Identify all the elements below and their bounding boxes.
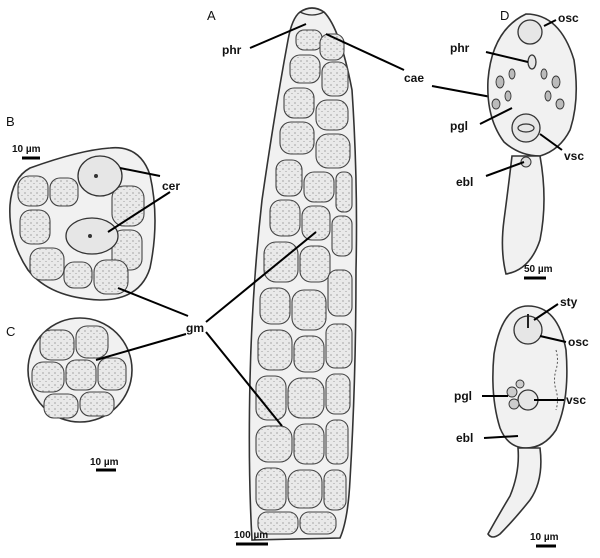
panel-d: D 50 µm osc phr pgl vsc ebl [450, 8, 584, 280]
panel-b: B 10 µm cer [6, 114, 180, 301]
scale-label-b: 10 µm [12, 144, 41, 155]
phr-lead-a [249, 23, 307, 49]
germinal-masses-b [17, 175, 145, 295]
gm-lead-b [117, 287, 189, 317]
ebl-lead-e [483, 435, 519, 439]
ventral-sucker-d [511, 113, 541, 143]
penetration-glands-e [506, 379, 525, 410]
pharynx-a [299, 11, 325, 16]
cer-lead-2 [107, 191, 171, 233]
panel-d-letter: D [500, 8, 509, 23]
osc-label-d: osc [558, 11, 579, 25]
cae-lead-a [325, 33, 405, 71]
phr-label-a: phr [222, 43, 242, 57]
scale-label-d: 50 µm [524, 264, 553, 275]
penetration-glands-d [491, 68, 565, 110]
sty-label-e: sty [560, 295, 578, 309]
cercaria-b-2-sucker [88, 234, 92, 238]
panel-e: E 10 µm sty osc pgl vsc ebl [454, 295, 589, 548]
osc-lead-d [543, 19, 557, 27]
pgl-label-e: pgl [454, 389, 472, 403]
cer-label: cer [162, 179, 180, 193]
cercaria-b-1 [77, 155, 123, 197]
pharynx-d [527, 54, 537, 70]
cercaria-b-1-sucker [94, 174, 98, 178]
gm-lead-c [95, 333, 187, 361]
panel-b-letter: B [6, 114, 15, 129]
panel-c-letter: C [6, 324, 15, 339]
ebl-lead-d [485, 161, 525, 177]
ventral-sucker-d-inner [517, 123, 535, 133]
panel-a-letter: A [207, 8, 216, 23]
panel-a: A [207, 7, 519, 546]
phr-label-d: phr [450, 41, 470, 55]
vsc-label-d: vsc [564, 149, 584, 163]
osc-label-e: osc [568, 335, 589, 349]
scale-label-a: 100 µm [234, 530, 268, 541]
excretory-bladder-d [520, 156, 532, 168]
scale-label-e: 10 µm [530, 532, 559, 543]
gm-lead-a-upper [205, 231, 317, 323]
gm-lead-a-lower [205, 331, 283, 427]
osc-lead-e [539, 335, 567, 343]
ebl-label-e: ebl [456, 431, 473, 445]
cercaria-e-tail [487, 447, 542, 538]
germinal-masses-c [31, 325, 127, 419]
gm-leads: gm [95, 231, 317, 427]
vsc-label-e: vsc [566, 393, 586, 407]
scale-label-c: 10 µm [90, 457, 119, 468]
oral-sucker-d [517, 19, 543, 45]
vsc-lead-d [539, 133, 563, 151]
pgl-label-d: pgl [450, 119, 468, 133]
cae-label: cae [404, 71, 424, 85]
germinal-masses-a [255, 29, 353, 535]
panel-c: C 10 µm [6, 317, 133, 472]
ebl-label-d: ebl [456, 175, 473, 189]
gm-label: gm [186, 321, 204, 335]
phr-lead-d [485, 51, 529, 63]
cer-lead-1 [119, 167, 161, 177]
cercaria-d-tail [501, 155, 545, 275]
pgl-lead-d [479, 107, 513, 125]
sty-lead-e [533, 303, 559, 321]
